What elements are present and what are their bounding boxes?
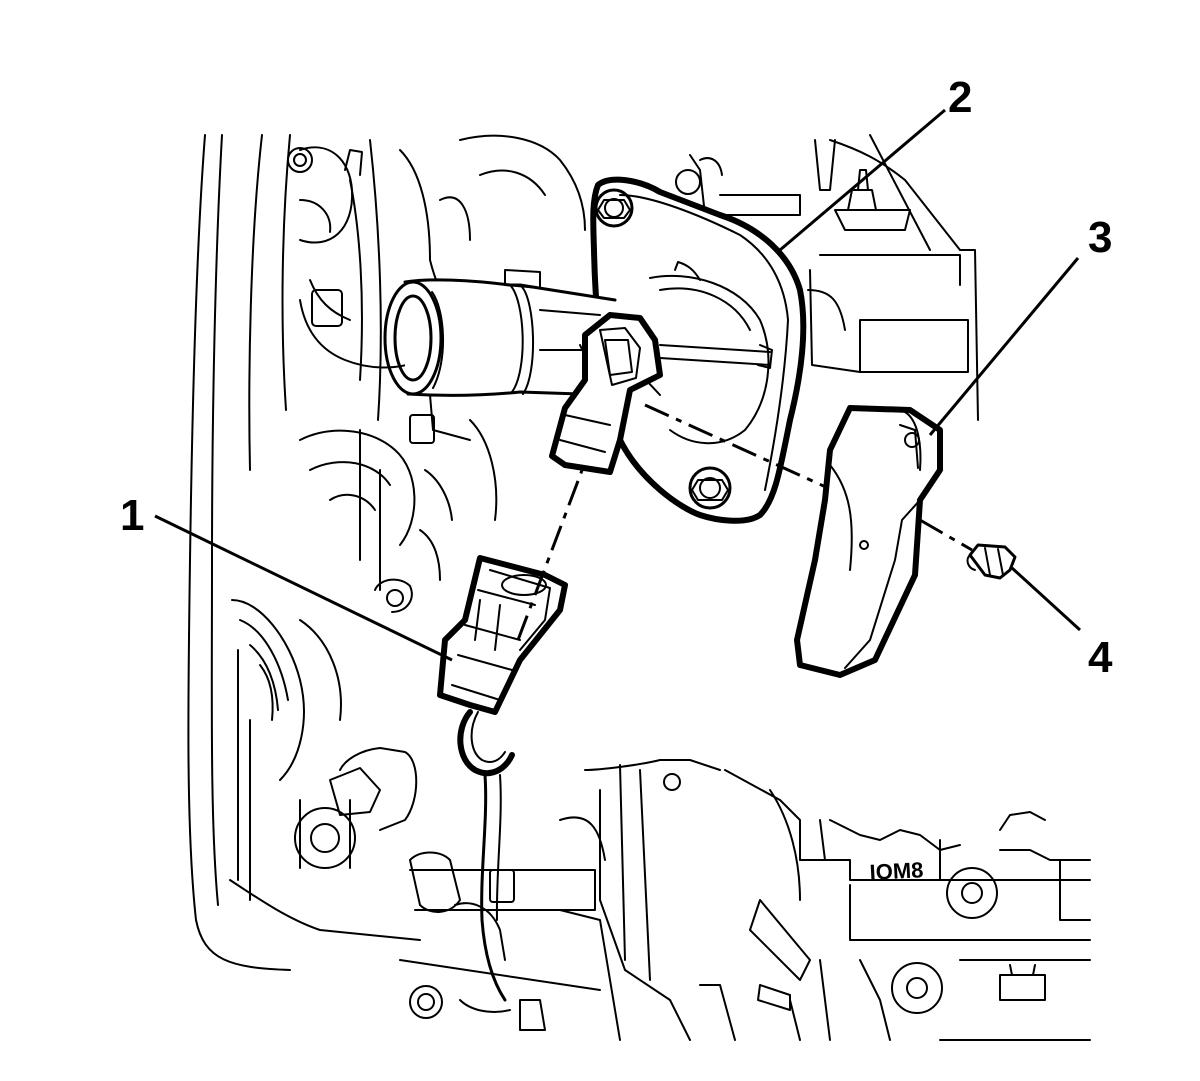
coolant-outlet-pipe <box>383 269 640 441</box>
alignment-line-connector <box>516 464 586 641</box>
casting-mark: IOM8 <box>869 857 924 885</box>
leader-line-4 <box>1010 566 1082 632</box>
alignment-line-cover <box>644 403 829 490</box>
retaining-bolt <box>966 543 1017 580</box>
alignment-line-bolt <box>919 518 973 552</box>
sensor-cover <box>794 405 943 678</box>
callout-2: 2 <box>948 73 972 122</box>
callout-1: 1 <box>120 491 144 540</box>
callout-3: 3 <box>1088 213 1112 262</box>
callout-4: 4 <box>1088 633 1113 682</box>
leader-line-1 <box>154 514 453 662</box>
harness-connector <box>437 555 568 1002</box>
leader-line-2 <box>779 108 946 252</box>
installed-sensor-connector <box>549 312 663 475</box>
engine-block <box>187 134 1091 1041</box>
leader-line-3 <box>928 257 1080 436</box>
